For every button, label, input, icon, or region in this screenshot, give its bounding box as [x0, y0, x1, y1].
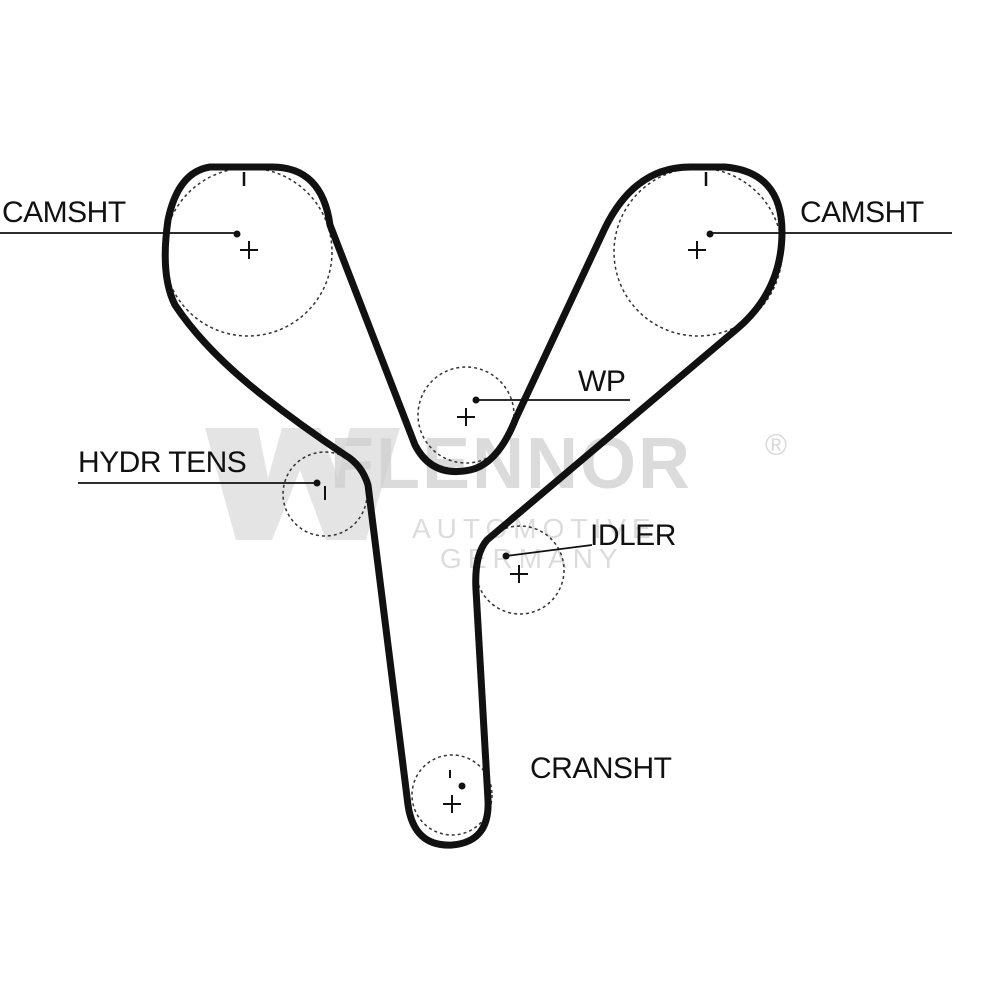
crankshaft-label: CRANSHT: [530, 752, 672, 785]
watermark-line-1: AUTOMOTIVE: [412, 513, 657, 544]
hydraulic-tensioner-label: HYDR TENS: [78, 446, 246, 479]
crankshaft-pulley: [411, 754, 493, 836]
camshaft-left-pulley: [163, 167, 333, 337]
camshaft-right-center-mark: [688, 241, 706, 259]
camshaft-left-leader-dot: [233, 230, 241, 238]
hydraulic-tensioner-leader-dot: [313, 479, 321, 487]
idler-leader-dot: [502, 552, 510, 560]
camshaft-right-label: CAMSHT: [800, 196, 924, 229]
watermark-registered-mark: ®: [765, 429, 787, 462]
leader-dots: [233, 230, 714, 790]
pulley-centers: [240, 241, 706, 813]
watermark-line-2: GERMANY: [440, 543, 624, 574]
camshaft-right-leader-dot: [706, 230, 714, 238]
camshaft-left-label: CAMSHT: [2, 196, 126, 229]
crankshaft-center-mark: [443, 770, 461, 813]
timing-marks: [242, 172, 708, 186]
water-pump-center-mark: [457, 408, 475, 426]
idler-center-mark: [510, 565, 528, 583]
idler-label: IDLER: [590, 519, 676, 552]
idler-leader: [505, 544, 593, 557]
leader-lines: [0, 232, 952, 557]
water-pump-leader-dot: [472, 396, 480, 404]
crankshaft-leader-dot: [458, 782, 466, 790]
watermark: FLENNOR ® AUTOMOTIVE GERMANY: [205, 424, 787, 574]
camshaft-left-center-mark: [240, 241, 258, 259]
water-pump-label: WP: [578, 365, 625, 398]
timing-belt: [161, 163, 786, 849]
